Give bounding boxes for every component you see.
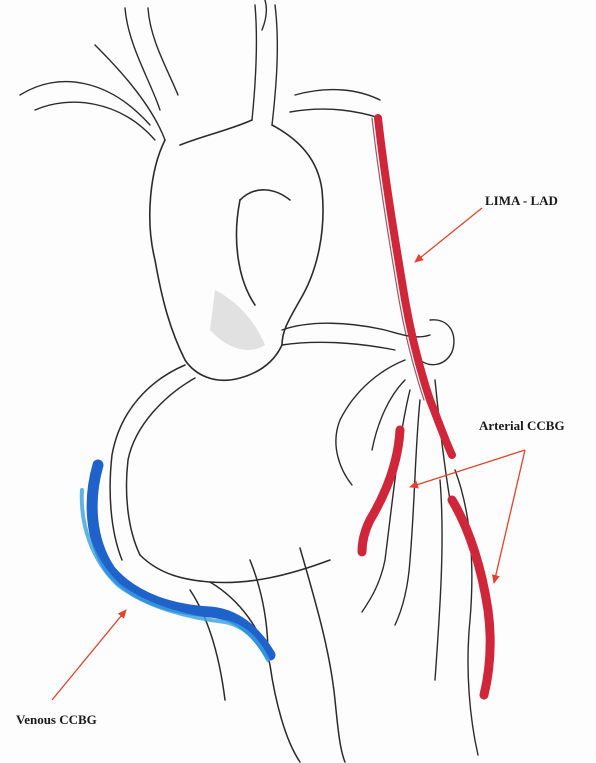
right-heart-outline xyxy=(110,365,345,762)
lima-lad-graft xyxy=(378,118,452,455)
arterial-ccbg-graft-left xyxy=(362,430,400,552)
arterial-ccbg-label: Arterial CCBG xyxy=(479,418,565,434)
arterial-ccbg-arrow-left xyxy=(410,450,525,487)
arterial-ccbg-arrow-right xyxy=(494,450,525,583)
venous-ccbg-graft xyxy=(92,465,270,655)
aortic-branches xyxy=(20,0,380,140)
lima-lad-label: LIMA - LAD xyxy=(485,193,558,209)
venous-ccbg-label: Venous CCBG xyxy=(16,712,97,728)
lima-lad-arrow xyxy=(415,208,482,262)
venous-ccbg-graft-highlight xyxy=(82,490,268,660)
venous-ccbg-arrow xyxy=(52,610,126,700)
coronary-branches xyxy=(282,320,478,755)
aorta-shading xyxy=(210,290,265,350)
